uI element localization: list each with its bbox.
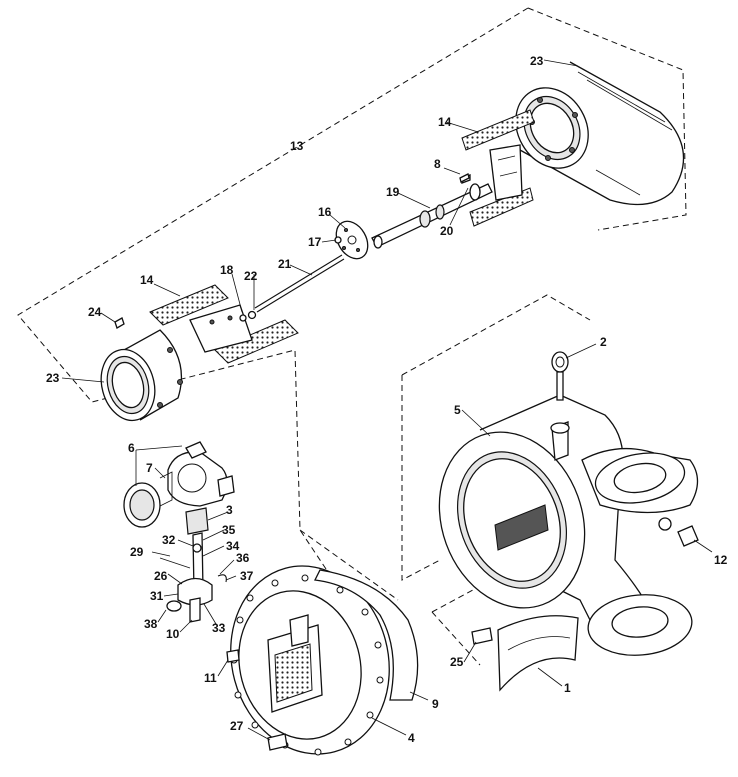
callout-4: 4	[408, 731, 415, 745]
callout-26: 26	[154, 569, 168, 583]
callout-38: 38	[144, 617, 158, 631]
callout-6: 6	[128, 441, 135, 455]
screen-part-14-upper	[461, 109, 535, 227]
callout-19: 19	[386, 185, 400, 199]
callout-24: 24	[88, 305, 102, 319]
callout-32: 32	[162, 533, 176, 547]
rod-part-21	[254, 254, 345, 313]
callout-23-top: 23	[530, 54, 544, 68]
callout-13: 13	[290, 139, 304, 153]
callout-23-lower: 23	[46, 371, 60, 385]
cylinder-part-23-upper	[515, 61, 685, 206]
upper-assembly-dashed-envelope	[17, 7, 687, 601]
callout-2: 2	[600, 335, 607, 349]
bolt-part-25	[471, 627, 493, 645]
fastener-parts	[114, 173, 470, 329]
bonnet-part-9	[314, 569, 419, 701]
cover-part-4	[230, 565, 390, 756]
plate-part-1	[497, 615, 579, 692]
callout-7: 7	[146, 461, 153, 475]
actuator-stack	[159, 507, 227, 623]
callout-27: 27	[230, 719, 244, 733]
callout-10: 10	[166, 627, 180, 641]
eyebolt-part-2	[551, 351, 569, 401]
callout-35: 35	[222, 523, 236, 537]
housing-part-6	[167, 441, 235, 507]
callout-12: 12	[714, 553, 728, 567]
cylinder-part-23-lower	[100, 329, 183, 422]
leader-lines	[61, 59, 713, 741]
callout-37: 37	[240, 569, 254, 583]
callout-16: 16	[318, 205, 332, 219]
callout-14-top: 14	[438, 115, 452, 129]
callout-14-lower: 14	[140, 273, 154, 287]
callout-29: 29	[130, 545, 144, 559]
callout-31: 31	[150, 589, 164, 603]
callout-33: 33	[212, 621, 226, 635]
plate-part-16	[335, 220, 369, 260]
callout-36: 36	[236, 551, 250, 565]
callout-17: 17	[308, 235, 322, 249]
callout-25: 25	[450, 655, 464, 669]
callout-22: 22	[244, 269, 258, 283]
callout-5: 5	[454, 403, 461, 417]
callout-8: 8	[434, 157, 441, 171]
callout-9: 9	[432, 697, 439, 711]
screen-part-14-lower	[149, 284, 299, 364]
bolt-parts-11-27	[226, 649, 288, 751]
bolt-part-12	[677, 525, 699, 547]
callout-3: 3	[226, 503, 233, 517]
callout-21: 21	[278, 257, 292, 271]
cover-part-7	[123, 471, 173, 528]
body-part-5	[438, 394, 699, 656]
callout-18: 18	[220, 263, 234, 277]
callout-labels: 23 13 14 8 19 20 16 17 21 18 22 14 24 23…	[46, 54, 728, 745]
callout-11: 11	[204, 671, 217, 685]
callout-20: 20	[440, 224, 454, 238]
callout-1: 1	[564, 681, 571, 695]
callout-34: 34	[226, 539, 240, 553]
